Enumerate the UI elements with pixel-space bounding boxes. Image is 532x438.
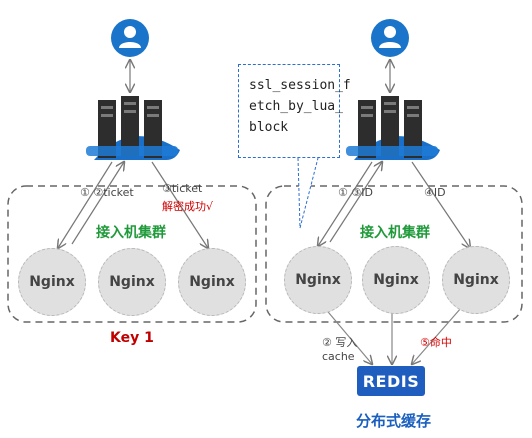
nginx-node: Nginx (178, 248, 246, 316)
nginx-node: Nginx (18, 248, 86, 316)
nginx-node: Nginx (98, 248, 166, 316)
user-icon (111, 19, 149, 57)
server-rack-icon (86, 96, 180, 160)
server-rack-icon (346, 96, 440, 160)
hit-arrow (412, 299, 469, 364)
callout-line: ssl_session_f (249, 78, 351, 93)
nginx-node: Nginx (284, 246, 352, 314)
left-cluster-label: 接入机集群 (96, 225, 166, 241)
user-icon (371, 19, 409, 57)
label-id-4: ④ID (424, 186, 446, 199)
ticket-arrow (71, 162, 124, 245)
hit-label: ⑤命中 (420, 336, 452, 349)
id-arrow (318, 161, 373, 246)
label-ticket-3: ③ticket (162, 182, 203, 195)
cache-label: cache (322, 350, 355, 363)
label-id-1: ① ③ID (338, 186, 373, 199)
callout-tail (297, 157, 319, 229)
right-cluster-label: 接入机集群 (360, 225, 430, 241)
key-label: Key 1 (110, 330, 154, 346)
id-arrow (411, 161, 470, 248)
redis-box: REDIS (357, 366, 425, 396)
lua-block-callout: ssl_session_f etch_by_lua_ block (238, 64, 351, 158)
write-label: ② 写入 (322, 336, 358, 349)
nginx-node: Nginx (442, 246, 510, 314)
label-decrypt: 解密成功√ (162, 200, 214, 213)
callout-line: etch_by_lua_ (249, 99, 343, 114)
left-cluster-box (7, 185, 257, 323)
ticket-arrow (151, 161, 208, 248)
redis-caption: 分布式缓存 (356, 412, 432, 430)
id-arrow (329, 162, 382, 243)
nginx-node: Nginx (362, 246, 430, 314)
right-cluster-box (265, 185, 523, 323)
callout-line: block (249, 120, 289, 135)
label-ticket-1: ① ②ticket (80, 186, 134, 199)
ticket-arrow (58, 161, 113, 248)
